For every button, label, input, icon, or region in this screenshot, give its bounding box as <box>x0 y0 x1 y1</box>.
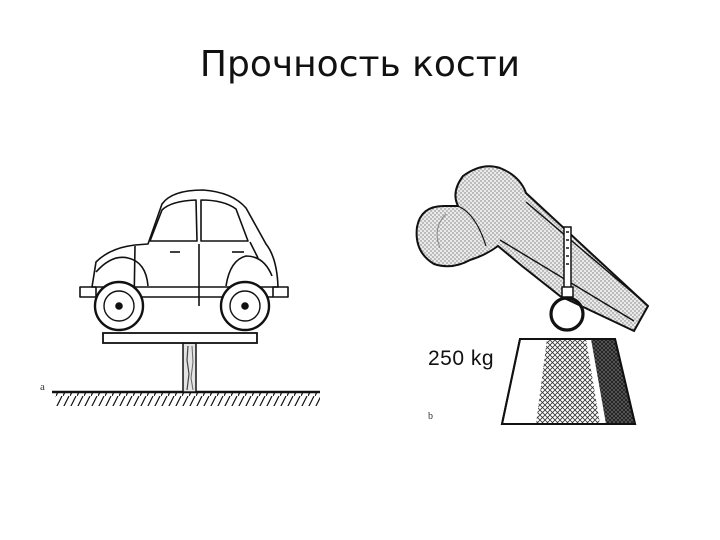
figure-a-label: a <box>40 381 45 393</box>
slide-title: Прочность кости <box>199 44 521 85</box>
weight-block <box>500 338 637 425</box>
bone-pillar <box>182 342 197 393</box>
figure-a-car-on-bone <box>52 189 320 406</box>
ground <box>52 390 320 406</box>
hanging-pin <box>561 226 574 298</box>
front-wheel <box>93 280 145 332</box>
car-platform <box>102 332 258 344</box>
figure-b-label: b <box>428 411 433 422</box>
car <box>79 189 289 332</box>
figure-b-femur-with-weight <box>415 165 650 425</box>
ring-hook <box>549 296 585 332</box>
femur-bone <box>415 165 650 333</box>
weight-label: 250 kg <box>428 347 495 370</box>
rear-wheel <box>219 280 271 332</box>
